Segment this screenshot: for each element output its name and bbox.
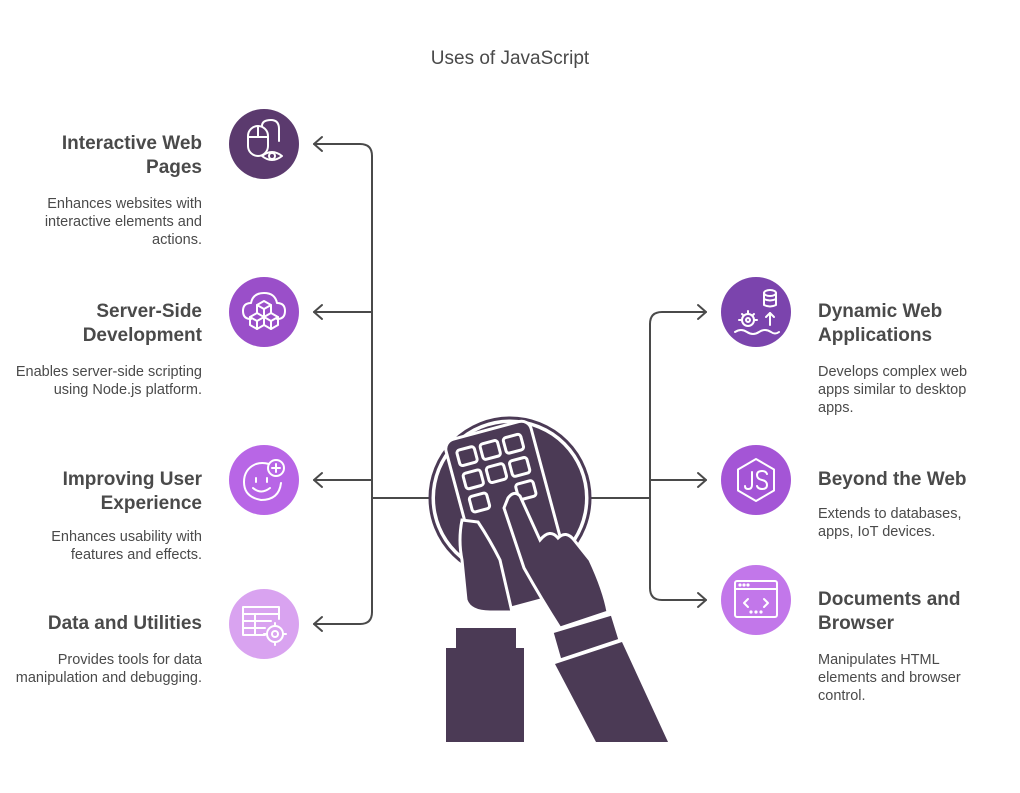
item-title: Documents and Browser <box>818 589 961 634</box>
smiley-plus-icon <box>229 445 299 515</box>
item-title: Data and Utilities <box>47 613 202 634</box>
item-title: Improving User Experience <box>62 469 202 514</box>
item-title: Beyond the Web <box>818 469 967 490</box>
mouse-eye-icon <box>229 109 299 179</box>
item-description: Manipulates HTML elements and browser co… <box>818 652 961 704</box>
arrowhead <box>313 616 323 632</box>
arrowhead <box>313 472 323 488</box>
browser-code-icon <box>721 565 791 635</box>
item-title: Interactive Web Pages <box>61 133 202 178</box>
item-description: Extends to databases, apps, IoT devices. <box>818 506 962 540</box>
item-description: Enhances usability with features and eff… <box>51 529 202 563</box>
item-description: Develops complex web apps similar to des… <box>818 364 968 416</box>
table-gear-icon <box>229 589 299 659</box>
item-description: Enhances websites with interactive eleme… <box>44 196 202 248</box>
arrowhead <box>697 592 707 608</box>
item-description: Provides tools for data manipulation and… <box>15 652 202 686</box>
arrowhead <box>697 304 707 320</box>
item-title: Dynamic Web Applications <box>818 301 943 346</box>
arrowhead <box>313 136 323 152</box>
arrowhead <box>313 304 323 320</box>
item-description: Enables server-side scripting using Node… <box>15 364 202 398</box>
nodejs-hexagon-icon <box>721 445 791 515</box>
arrowhead <box>697 472 707 488</box>
cloud-cubes-icon <box>229 277 299 347</box>
database-gear-icon <box>721 277 791 347</box>
diagram-title: Uses of JavaScript <box>430 48 590 69</box>
hands-calculator-illustration <box>428 416 668 742</box>
item-title: Server-Side Development <box>82 301 202 346</box>
